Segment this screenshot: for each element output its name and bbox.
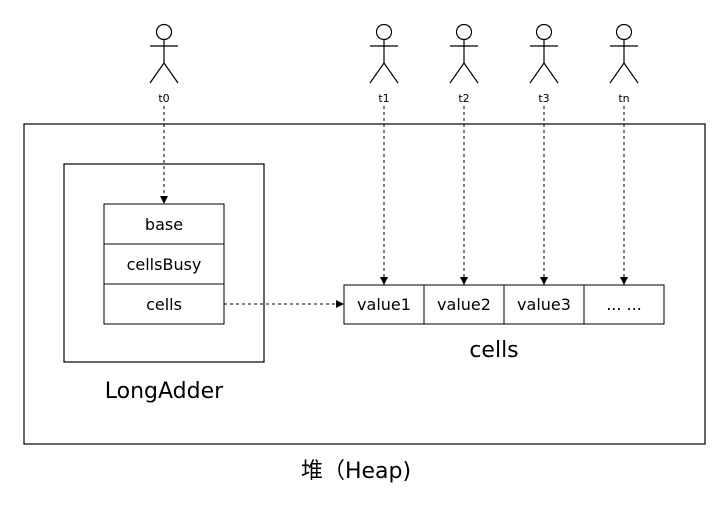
stick-figure-icon xyxy=(529,23,559,84)
cell-value2-label: value2 xyxy=(437,295,491,314)
cell-ellipsis-label: ... ... xyxy=(606,295,642,314)
cells-array: value1 value2 value3 ... ... xyxy=(343,284,665,325)
stick-figure-icon xyxy=(449,23,479,84)
actor-t1: t1 xyxy=(369,23,399,285)
cell-value1-label: value1 xyxy=(357,295,411,314)
actor-t3: t3 xyxy=(529,23,559,285)
field-cells-label: cells xyxy=(146,295,182,314)
cells-array-title: cells xyxy=(469,338,518,363)
longadder-title: LongAdder xyxy=(105,379,224,404)
heap-container xyxy=(23,123,706,445)
heap-label: 堆（Heap) xyxy=(301,459,411,484)
actor-t2: t2 xyxy=(449,23,479,285)
stick-figure-icon xyxy=(149,23,179,84)
actor-label: tn xyxy=(618,92,629,105)
field-cellsbusy-label: cellsBusy xyxy=(127,255,202,274)
cell-ellipsis xyxy=(583,284,665,325)
cell-value3-label: value3 xyxy=(517,295,571,314)
actor-label: t0 xyxy=(158,92,169,105)
actor-t0: t0 xyxy=(149,23,179,204)
stick-figure-icon xyxy=(369,23,399,84)
longadder-fields: base cellsBusy cells xyxy=(103,203,225,325)
actor-label: t1 xyxy=(378,92,389,105)
actor-label: t3 xyxy=(538,92,549,105)
actor-label: t2 xyxy=(458,92,469,105)
actor-tn: tn xyxy=(609,23,639,285)
stick-figure-icon xyxy=(609,23,639,84)
longadder-box xyxy=(63,163,265,363)
field-base-label: base xyxy=(145,215,183,234)
